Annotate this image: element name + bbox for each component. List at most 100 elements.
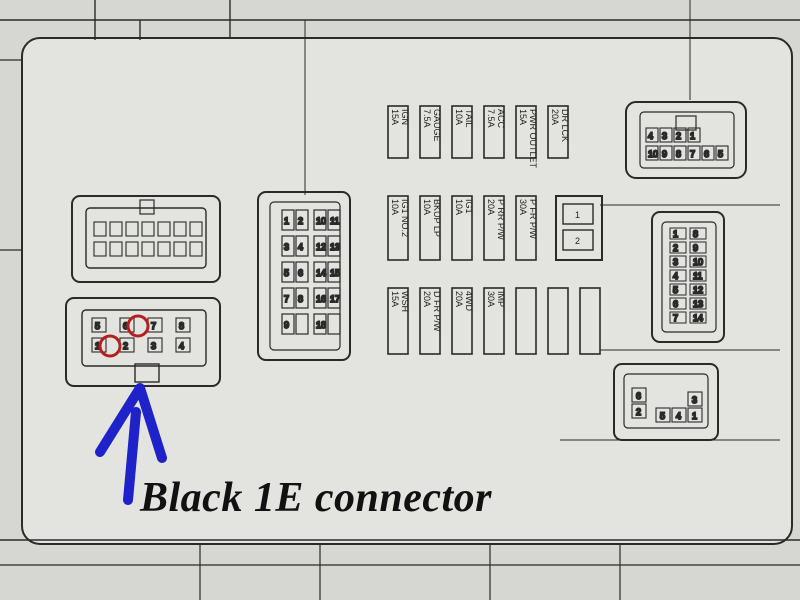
pin-cell [295, 235, 309, 257]
fuse-label: P RR P/W [496, 199, 506, 240]
fuse-rating: 10A [454, 109, 464, 125]
pin-cell [295, 313, 309, 335]
fuse [387, 287, 409, 355]
fuse-label: DR LCK [560, 109, 570, 142]
relay-1 [562, 203, 594, 225]
fuse-label: 4WD [464, 291, 474, 312]
fuse-label: IGN [400, 109, 410, 125]
pin-cell [669, 297, 687, 310]
pin-cell [281, 209, 295, 231]
fuse-label: PWR OUTLET [528, 109, 538, 169]
pin-number: 10 [693, 257, 703, 267]
pin-number: 3 [151, 341, 156, 351]
pin-cell [313, 235, 327, 257]
fuse-label: GAUGE [432, 109, 442, 142]
fuse [515, 195, 537, 261]
pin-number: 6 [298, 268, 303, 278]
pin-cell [109, 221, 123, 237]
pin-cell [189, 221, 203, 237]
pin-number: 3 [662, 131, 667, 141]
pin-number: 1 [673, 229, 678, 239]
pin-number: 9 [662, 149, 667, 159]
pin-cell [91, 337, 107, 353]
pin-number: 18 [316, 320, 326, 330]
fuse-rating: 20A [486, 199, 496, 215]
fuse-rating: 15A [518, 109, 528, 125]
top-right-connector-housing [625, 101, 747, 179]
fuse [547, 105, 569, 159]
pin-cell [281, 287, 295, 309]
pin-number: 2 [673, 243, 678, 253]
pin-number: 6 [123, 321, 128, 331]
pin-cell [659, 145, 673, 161]
relay-2-label: 2 [575, 236, 580, 246]
pin-number: 1 [692, 411, 697, 421]
pin-cell [669, 269, 687, 282]
fuse-label: IMP [496, 291, 506, 307]
fuse-rating: 20A [454, 291, 464, 307]
pin-cell [141, 241, 155, 257]
right-connector-face [661, 221, 717, 333]
highlight-circle [126, 314, 150, 338]
pin-number: 4 [648, 131, 653, 141]
pin-cell [119, 317, 135, 333]
pin-number: 11 [693, 271, 702, 281]
pin-cell [295, 261, 309, 283]
pin-cell [189, 241, 203, 257]
pin-cell [327, 209, 341, 231]
fuse-rating: 20A [550, 109, 560, 125]
fuse-rating: 7.5A [422, 109, 432, 128]
pin-number: 6 [673, 299, 678, 309]
pin-number: 6 [636, 391, 641, 401]
fuse-label: IG1 NO.2 [400, 199, 410, 237]
pin-cell [281, 313, 295, 335]
pin-cell [645, 145, 659, 161]
fuse-rating: 20A [422, 291, 432, 307]
pin-number: 11 [330, 216, 339, 226]
fuse [387, 105, 409, 159]
pin-number: 8 [693, 229, 698, 239]
pin-cell [327, 287, 341, 309]
pin-number: 10 [316, 216, 326, 226]
fuse [451, 195, 473, 261]
pin-number: 17 [330, 294, 340, 304]
pin-number: 9 [693, 243, 698, 253]
pin-cell [669, 227, 687, 240]
fuse-rating: 30A [518, 199, 528, 215]
connector-1e-face [81, 309, 207, 367]
pin-number: 7 [284, 294, 289, 304]
relay-1-label: 1 [575, 210, 580, 220]
fuse [483, 195, 505, 261]
small-connector-housing [613, 363, 719, 441]
pin-cell [327, 235, 341, 257]
pin-cell [91, 317, 107, 333]
fuse [483, 105, 505, 159]
pin-number: 12 [693, 285, 703, 295]
pin-cell [701, 145, 715, 161]
pin-number: 1 [284, 216, 289, 226]
pin-number: 13 [693, 299, 703, 309]
pin-number: 14 [316, 268, 326, 278]
upper-left-connector-pins [93, 221, 203, 257]
fuse-rating: 15A [390, 291, 400, 307]
pin-cell [313, 209, 327, 231]
pin-cell [669, 255, 687, 268]
pin-number: 2 [123, 341, 128, 351]
pin-number: 5 [673, 285, 678, 295]
pin-cell [157, 221, 171, 237]
pin-cell [689, 241, 707, 254]
pin-cell [669, 311, 687, 324]
pin-cell [147, 337, 163, 353]
pin-cell [109, 241, 123, 257]
pin-number: 13 [330, 242, 340, 252]
arrow-head [95, 383, 167, 463]
pin-cell [313, 261, 327, 283]
